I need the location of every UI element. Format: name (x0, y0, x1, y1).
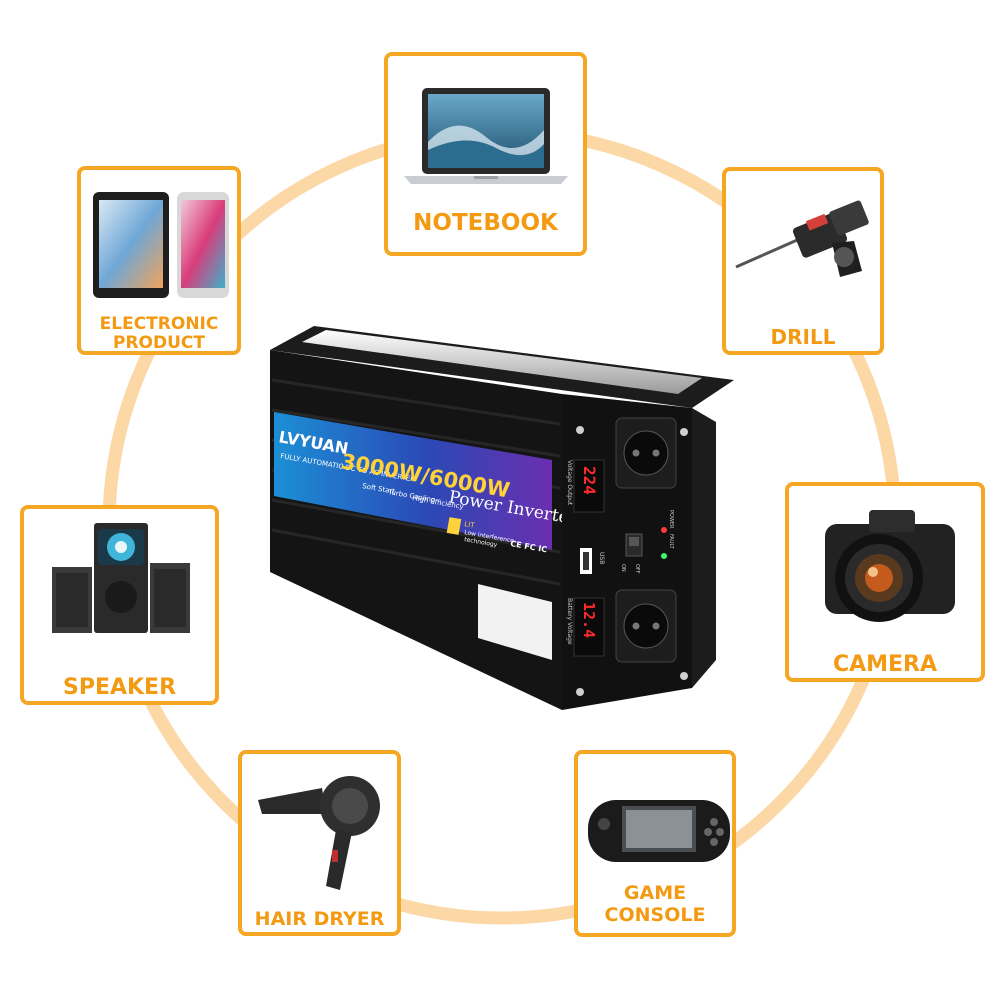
game-console-icon (588, 800, 730, 862)
card-label-line1: ELECTRONIC (99, 314, 219, 334)
power-label: POWER (668, 510, 674, 529)
card-speaker: SPEAKER (20, 505, 219, 705)
card-notebook: NOTEBOOK (384, 52, 587, 256)
lit-title: LIT (464, 520, 476, 530)
card-label: NOTEBOOK (413, 210, 558, 236)
switch-off-label: OFF (634, 564, 640, 574)
card-label: DRILL (770, 325, 836, 349)
card-label: CAMERA (832, 652, 938, 677)
switch-on-label: ON (620, 564, 626, 572)
card-drill: DRILL (722, 167, 884, 355)
card-electronic-product: ELECTRONIC PRODUCT (77, 166, 241, 355)
speaker-icon (52, 523, 190, 633)
battery-voltage-display: 12.4 (580, 602, 598, 638)
card-camera: CAMERA (785, 482, 985, 682)
tablet-phone-icon (93, 192, 229, 298)
card-hair-dryer: HAIR DRYER (238, 750, 401, 936)
card-label-line2: PRODUCT (113, 333, 205, 353)
laptop-icon (404, 88, 568, 184)
hair-dryer-icon (258, 776, 380, 890)
drill-icon (735, 200, 869, 277)
card-label-line1: GAME (623, 882, 687, 904)
card-label: HAIR DRYER (254, 908, 385, 930)
card-label-line2: CONSOLE (604, 904, 706, 926)
card-label: SPEAKER (62, 675, 177, 700)
camera-icon (825, 510, 955, 622)
output-voltage-display: 224 (580, 466, 599, 495)
card-game-console: GAME CONSOLE (574, 750, 736, 937)
usb-label: USB (598, 552, 605, 564)
voltage-output-label: Voltage Output (566, 460, 573, 506)
fault-label: FAULT (668, 534, 674, 550)
battery-voltage-label: Battery Voltage (566, 598, 573, 645)
power-inverter-image: LVYUAN FULLY AUTOMATIC DC TO AC INVERTER… (270, 326, 734, 710)
